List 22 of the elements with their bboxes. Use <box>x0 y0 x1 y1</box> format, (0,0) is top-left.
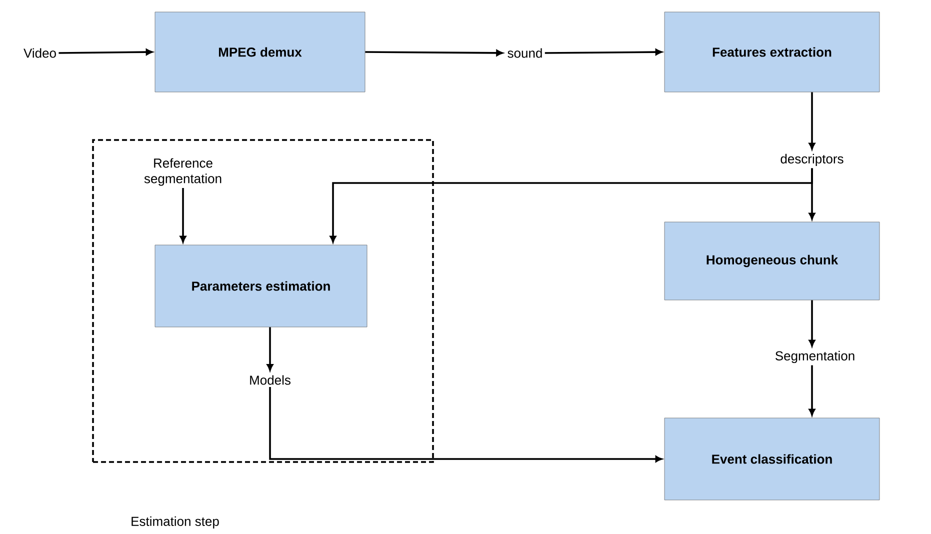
arrow <box>544 48 662 56</box>
process-box: Features extraction <box>664 12 880 92</box>
process-box: MPEG demux <box>154 12 366 92</box>
arrow <box>58 48 153 56</box>
process-box: Event classification <box>664 418 880 500</box>
text-label: Segmentation <box>776 350 854 364</box>
arrow <box>180 188 186 243</box>
text-label: descriptors <box>780 154 844 166</box>
arrow <box>365 50 503 56</box>
arrow <box>808 365 816 416</box>
arrow <box>808 92 816 150</box>
text-label: Models <box>250 375 290 385</box>
text-label: Reference segmentation <box>144 158 222 186</box>
arrow <box>269 386 662 462</box>
arrow <box>266 327 274 371</box>
text-label: Video <box>24 48 56 58</box>
process-box: Homogeneous chunk <box>664 222 880 300</box>
process-box: Parameters estimation <box>154 244 368 328</box>
arrow <box>330 168 813 243</box>
node-label: Estimation step <box>132 516 219 529</box>
text-label: sound <box>508 48 542 58</box>
arrow <box>808 300 816 346</box>
